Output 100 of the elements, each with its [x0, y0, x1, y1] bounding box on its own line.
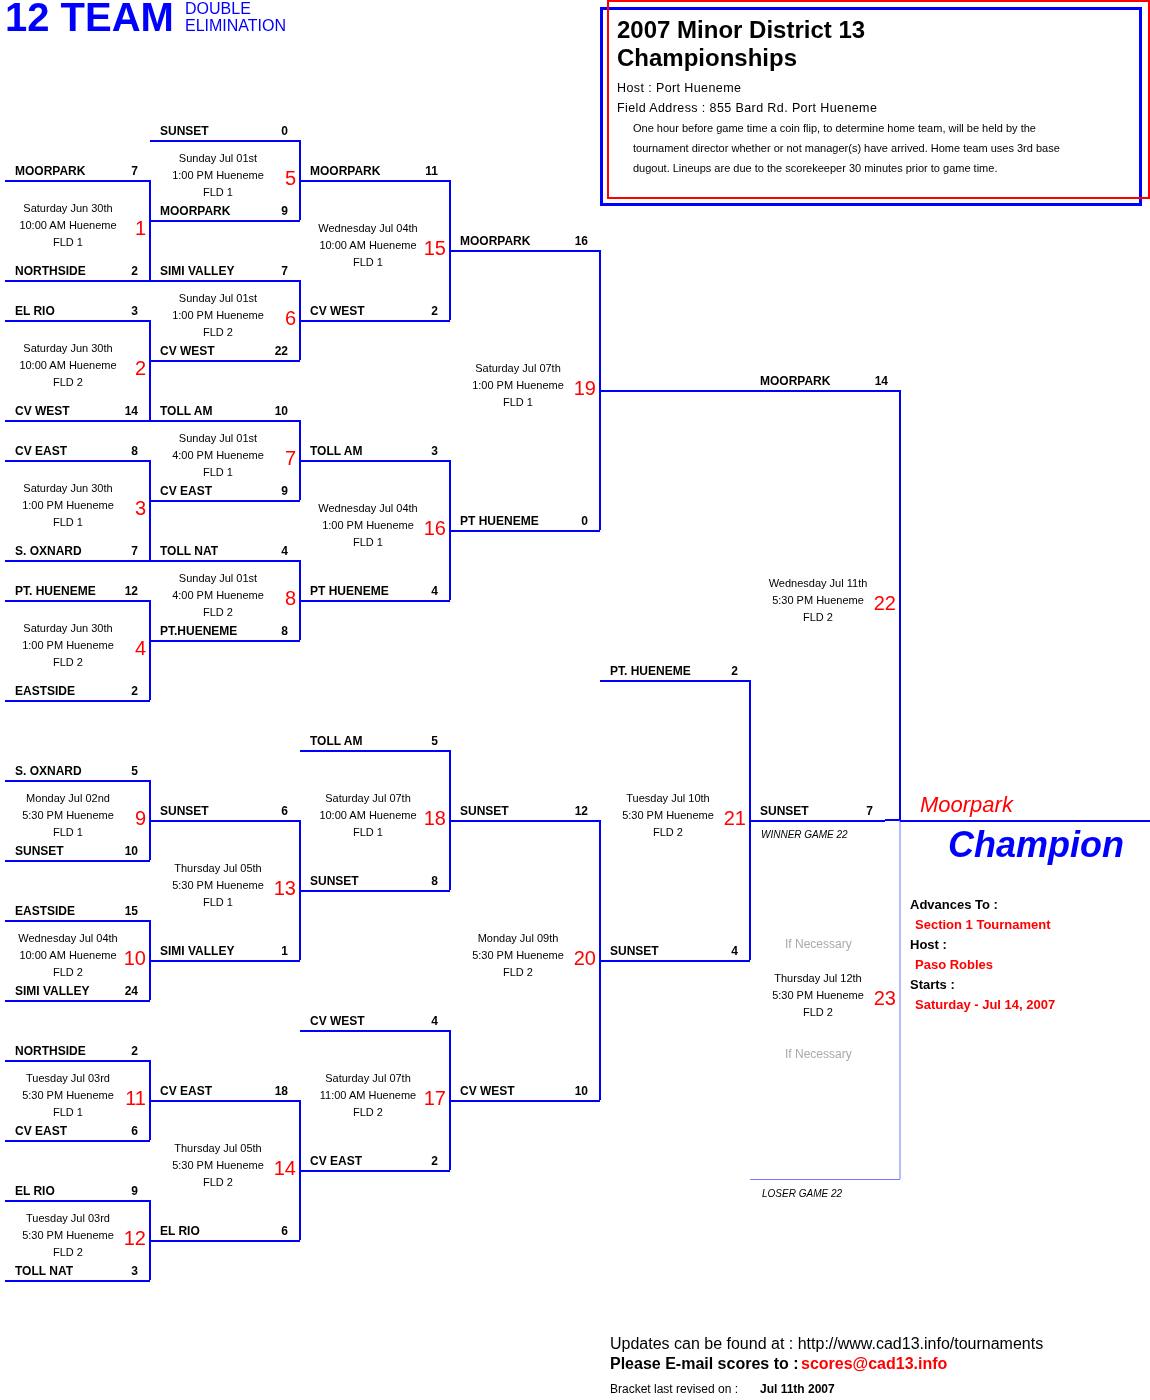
team-score: 3 — [131, 304, 138, 318]
team-score: 9 — [281, 484, 288, 498]
bracket-line — [149, 319, 151, 361]
team-score: 7 — [281, 264, 288, 278]
bracket-line — [449, 529, 451, 601]
team-score: 7 — [866, 804, 873, 818]
team-name: SUNSET — [15, 844, 64, 858]
team-name: CV EAST — [15, 1124, 67, 1138]
game-schedule: Tuesday Jul 03rd 5:30 PM Hueneme FLD 2 — [21, 1211, 115, 1260]
bracket-line — [149, 959, 151, 1001]
bracket-line — [149, 219, 151, 281]
team-score: 10 — [124, 844, 138, 858]
team-score: 2 — [131, 684, 138, 698]
bracket-line — [299, 319, 301, 361]
bracket-line — [149, 1099, 151, 1141]
game-number: 19 — [572, 377, 596, 400]
game-schedule: Saturday Jun 30th 1:00 PM Hueneme FLD 2 — [21, 621, 115, 670]
team-name: EL RIO — [160, 1224, 200, 1238]
team-score: 7 — [131, 164, 138, 178]
game-schedule: Sunday Jul 01st 1:00 PM Hueneme FLD 1 — [171, 151, 265, 200]
team-name: PT. HUENEME — [15, 584, 96, 598]
bracket-line — [299, 559, 301, 601]
bracket-line — [449, 1099, 451, 1171]
bracket-line — [449, 459, 451, 531]
team-name: EASTSIDE — [15, 904, 75, 918]
info-line: Field Address : 855 Bard Rd. Port Hueneme — [617, 100, 879, 117]
bracket-line — [149, 1059, 151, 1101]
team-name: EL RIO — [15, 1184, 55, 1198]
game-number: 13 — [272, 877, 296, 900]
game-number: 14 — [272, 1157, 296, 1180]
bracket-line — [149, 919, 151, 961]
team-score: 4 — [431, 584, 438, 598]
game-number: 22 — [872, 592, 896, 615]
team-name: MOORPARK — [15, 164, 86, 178]
game-schedule: Saturday Jul 07th 11:00 AM Hueneme FLD 2 — [318, 1071, 418, 1120]
team-name: CV WEST — [160, 344, 215, 358]
team-score: 8 — [131, 444, 138, 458]
team-score: 2 — [131, 264, 138, 278]
game-schedule: Monday Jul 09th 5:30 PM Hueneme FLD 2 — [471, 931, 565, 980]
game-schedule: Wednesday Jul 04th 10:00 AM Hueneme FLD 1 — [318, 221, 418, 270]
team-score: 2 — [731, 664, 738, 678]
team-name: CV EAST — [15, 444, 67, 458]
bracket-line — [299, 1099, 301, 1171]
team-score: 12 — [574, 804, 588, 818]
team-score: 0 — [581, 514, 588, 528]
team-score: 12 — [124, 584, 138, 598]
team-score: 5 — [131, 764, 138, 778]
team-score: 4 — [431, 1014, 438, 1028]
game-number: 3 — [133, 497, 146, 520]
team-name: NORTHSIDE — [15, 1044, 86, 1058]
team-name: S. OXNARD — [15, 764, 82, 778]
team-name: TOLL AM — [310, 734, 363, 748]
team-score: 14 — [874, 374, 888, 388]
team-name: MOORPARK — [460, 234, 531, 248]
team-score: 1 — [281, 944, 288, 958]
bracket-line — [149, 599, 151, 641]
bracket-line — [299, 889, 301, 961]
game-number: 12 — [122, 1227, 146, 1250]
game-number: 9 — [133, 807, 146, 830]
game-schedule: Sunday Jul 01st 1:00 PM Hueneme FLD 2 — [171, 291, 265, 340]
bracket-line — [899, 819, 901, 1180]
team-score: 10 — [574, 1084, 588, 1098]
team-name: TOLL NAT — [15, 1264, 73, 1278]
team-name: NORTHSIDE — [15, 264, 86, 278]
team-score: 6 — [281, 804, 288, 818]
champion-heading: Champion — [948, 824, 1124, 866]
team-score: 9 — [131, 1184, 138, 1198]
team-score: 14 — [124, 404, 138, 418]
bracket-line — [299, 139, 301, 181]
team-score: 5 — [431, 734, 438, 748]
bracket-line — [299, 819, 301, 891]
team-score: 4 — [281, 544, 288, 558]
bracket-line — [599, 819, 601, 961]
info-line: Host : Port Hueneme — [617, 80, 743, 97]
bracket-line — [449, 749, 451, 821]
bracket-line — [299, 1169, 301, 1241]
game-number: 16 — [422, 517, 446, 540]
footer-note: Please E-mail scores to : — [610, 1355, 799, 1373]
game-number: 2 — [133, 357, 146, 380]
team-name: PT. HUENEME — [610, 664, 691, 678]
game-schedule: Thursday Jul 05th 5:30 PM Hueneme FLD 2 — [171, 1141, 265, 1190]
team-score: 10 — [274, 404, 288, 418]
game-schedule: Tuesday Jul 10th 5:30 PM Hueneme FLD 2 — [621, 791, 715, 840]
team-name: TOLL AM — [310, 444, 363, 458]
game-schedule: Wednesday Jul 11th 5:30 PM Hueneme FLD 2 — [768, 576, 868, 625]
team-score: 2 — [131, 1044, 138, 1058]
team-name: PT.HUENEME — [160, 624, 238, 638]
team-name: SUNSET — [460, 804, 509, 818]
bracket-line — [149, 359, 151, 421]
game-number: 17 — [422, 1087, 446, 1110]
game-number: 20 — [572, 947, 596, 970]
team-name: S. OXNARD — [15, 544, 82, 558]
game-schedule: Wednesday Jul 04th 1:00 PM Hueneme FLD 1 — [318, 501, 418, 550]
game-number: 10 — [122, 947, 146, 970]
team-name: SUNSET — [310, 874, 359, 888]
game-number: 15 — [422, 237, 446, 260]
game-number: 7 — [283, 447, 296, 470]
bracket-line — [149, 639, 151, 701]
game-number: 5 — [283, 167, 296, 190]
bracket-line — [899, 389, 901, 821]
